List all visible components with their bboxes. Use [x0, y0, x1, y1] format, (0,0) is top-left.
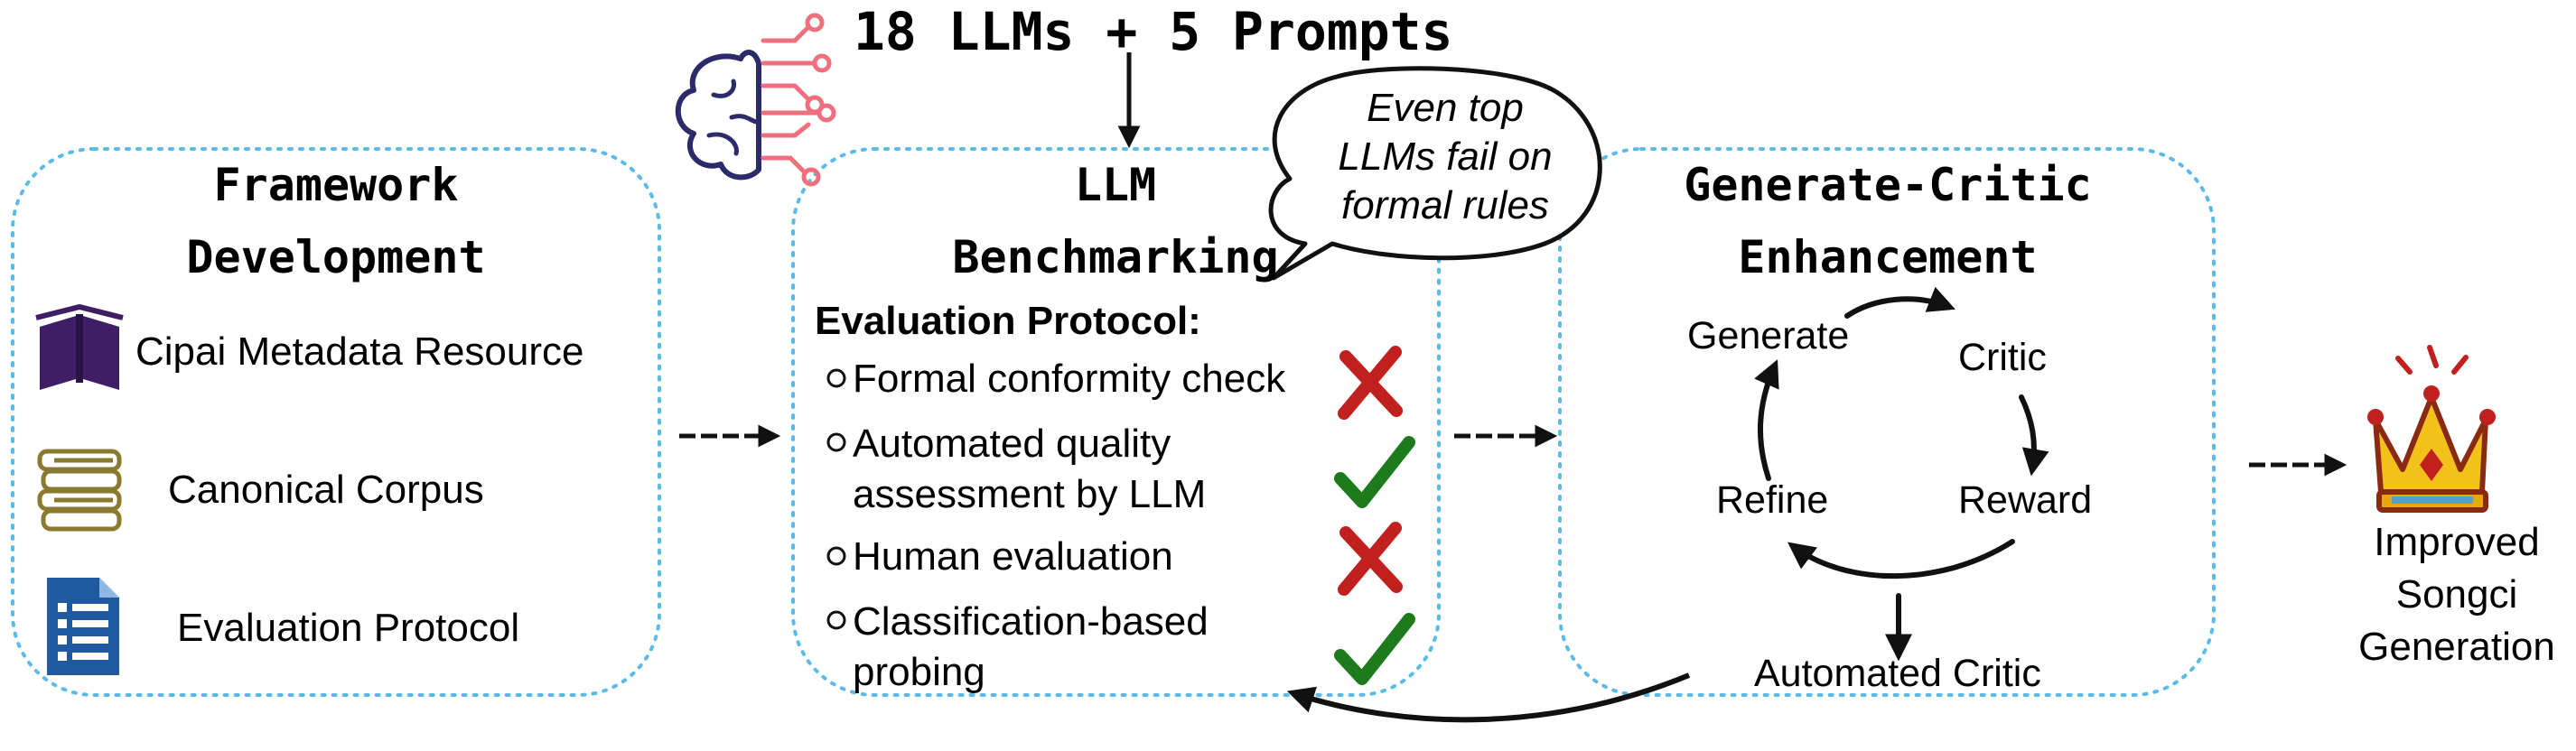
bubble-line3: formal rules	[1341, 183, 1549, 227]
framework-item-cipai: Cipai Metadata Resource	[135, 329, 584, 374]
fail-cross-icon	[1338, 522, 1403, 596]
framework-title-line1: Framework	[213, 159, 459, 211]
bubble-line1: Even top	[1367, 86, 1524, 130]
header-title: 18 LLMs + 5 Prompts	[854, 1, 1453, 62]
bullet-4	[826, 610, 846, 630]
pass-check-icon	[1334, 436, 1415, 508]
bullet-1	[826, 368, 846, 388]
cycle-critic: Critic	[1958, 336, 2047, 379]
enhancement-title-line1: Generate-Critic	[1684, 159, 2092, 211]
cycle-refine: Refine	[1716, 478, 1829, 522]
enhancement-box	[1558, 147, 2216, 697]
document-list-icon	[47, 578, 119, 675]
framework-item-protocol: Evaluation Protocol	[177, 606, 520, 650]
benchmark-box	[791, 147, 1441, 697]
check-classification-line1: Classification-based	[853, 599, 1209, 644]
book-icon	[35, 303, 124, 390]
check-formal: Formal conformity check	[853, 357, 1286, 401]
arrow-critic-feedback	[1286, 672, 1691, 723]
output-line2: Songci	[2395, 572, 2518, 617]
framework-title-line2: Development	[186, 231, 486, 283]
cycle-reward: Reward	[1958, 478, 2093, 522]
check-human: Human evaluation	[853, 534, 1173, 579]
crown-icon	[2367, 345, 2496, 513]
protocol-heading: Evaluation Protocol:	[815, 299, 1201, 343]
benchmark-title-line2: Benchmarking	[952, 231, 1279, 283]
automated-critic-label: Automated Critic	[1754, 652, 2041, 695]
framework-item-corpus: Canonical Corpus	[168, 468, 484, 512]
framework-box	[11, 147, 661, 697]
bullet-3	[826, 546, 846, 566]
books-stack-icon	[37, 449, 122, 532]
fail-cross-icon	[1338, 346, 1403, 420]
brain-circuit-icon	[675, 13, 836, 187]
enhancement-title-line2: Enhancement	[1738, 231, 2038, 283]
cycle-arrows	[1754, 286, 2049, 662]
speech-bubble	[1268, 66, 1602, 281]
output-line3: Generation	[2358, 625, 2555, 669]
check-classification-line2: probing	[853, 650, 985, 694]
benchmark-title-line1: LLM	[1074, 159, 1157, 211]
bubble-line2: LLMs fail on	[1338, 134, 1553, 179]
pass-check-icon	[1334, 613, 1415, 685]
bullet-2	[826, 432, 846, 452]
cycle-generate: Generate	[1687, 314, 1850, 357]
check-automated-line1: Automated quality	[853, 422, 1171, 466]
check-automated-line2: assessment by LLM	[853, 472, 1207, 516]
output-line1: Improved	[2374, 520, 2540, 564]
